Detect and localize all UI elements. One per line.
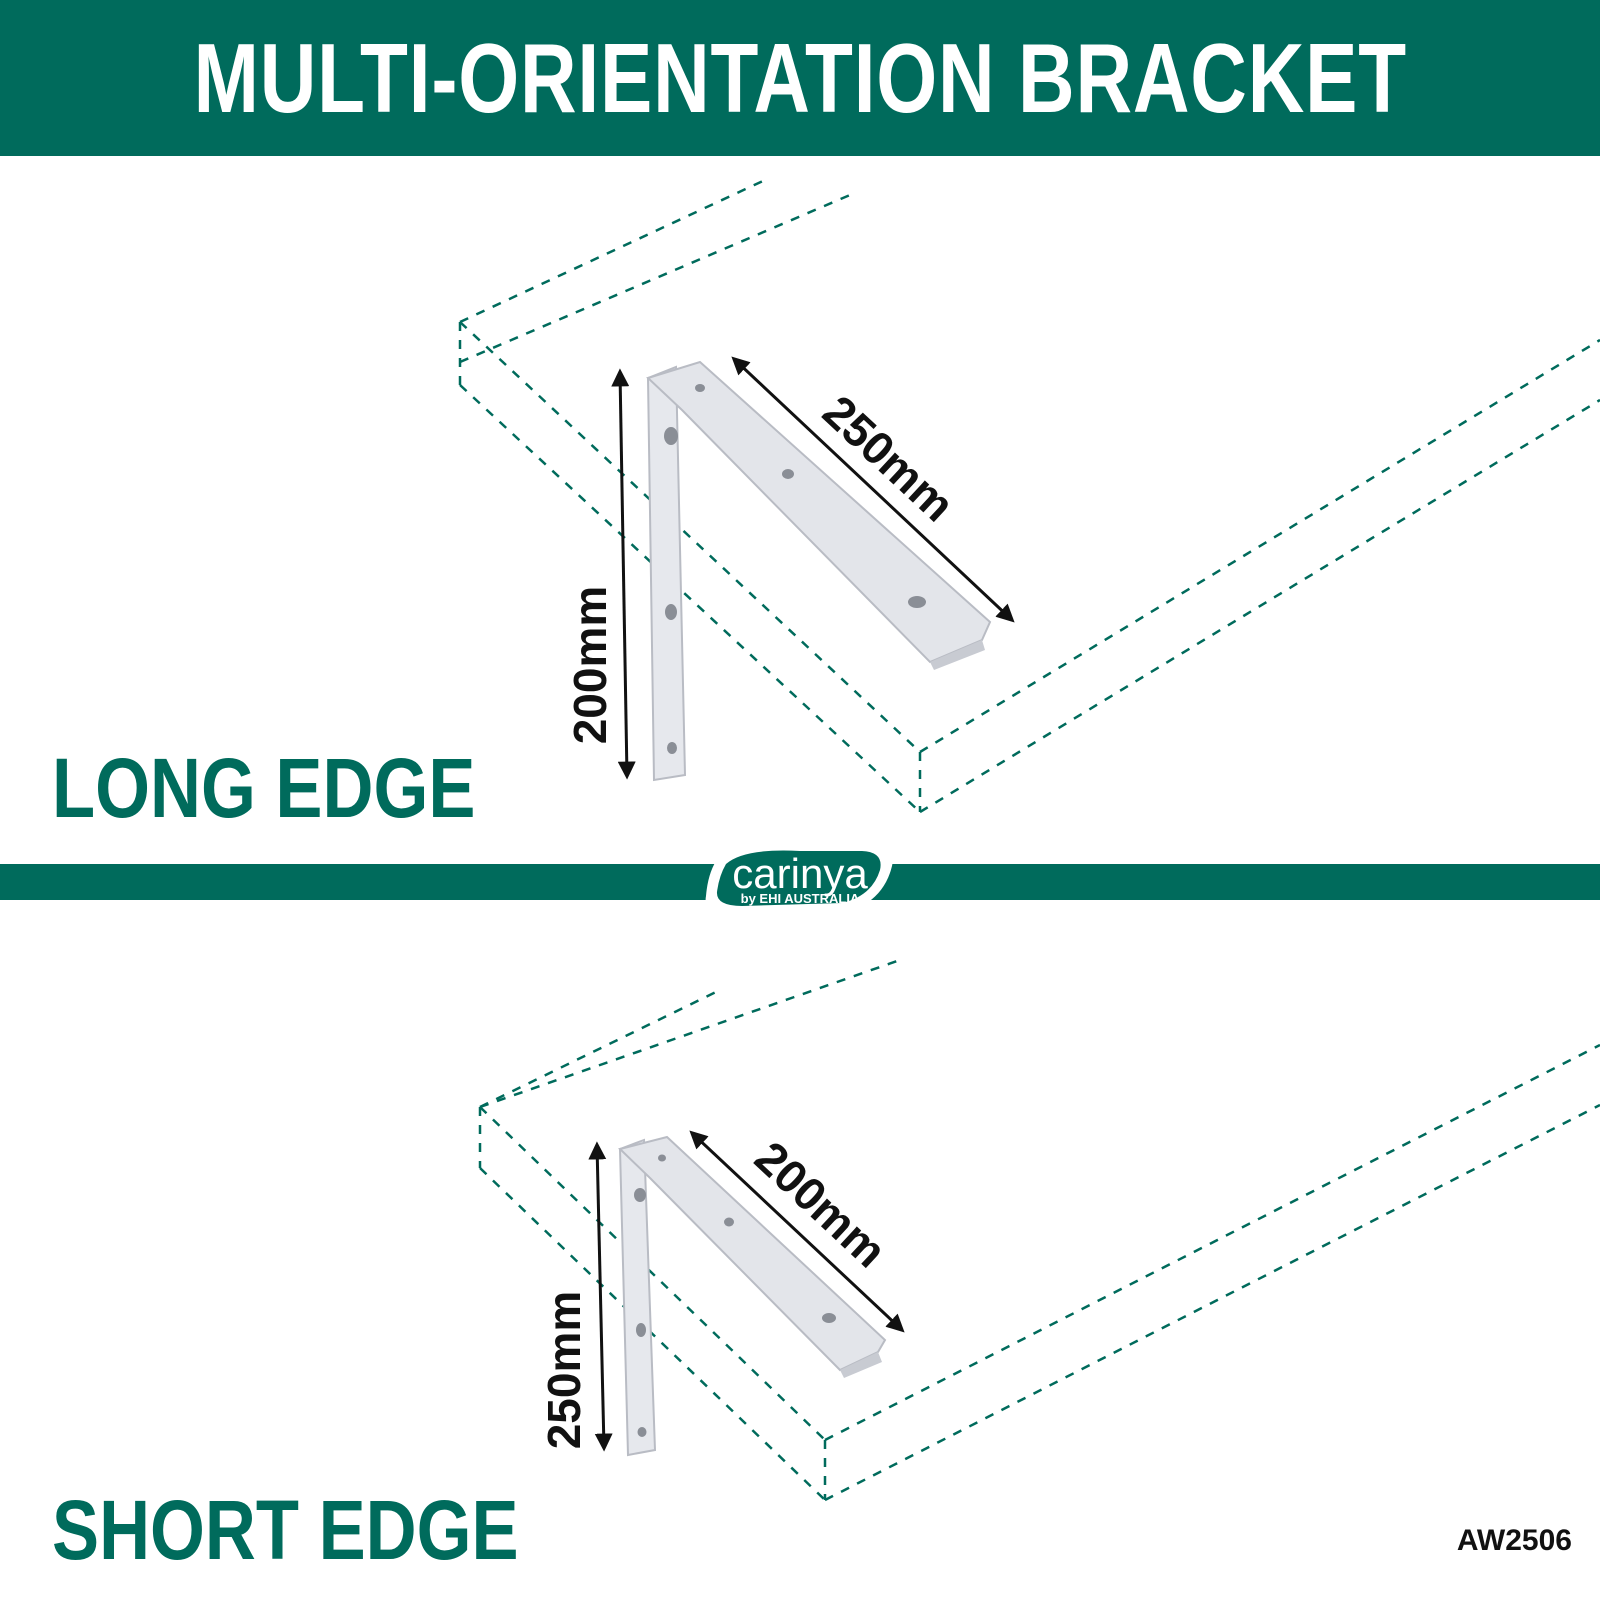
product-code: AW2506 [1456, 1524, 1572, 1557]
shelf-outline-long [458, 178, 1600, 814]
short-edge-label: SHORT EDGE [52, 1483, 519, 1577]
vertical-dimension-long: 200mm [564, 586, 616, 745]
vertical-dimension-short: 250mm [538, 1291, 590, 1450]
long-edge-label: LONG EDGE [52, 741, 476, 835]
carinya-logo: carinya by EHI AUSTRALIA [705, 841, 893, 916]
logo-wordmark: carinya [732, 850, 868, 897]
shelf-outline-short [478, 958, 1600, 1502]
logo-tagline: by EHI AUSTRALIA [741, 891, 860, 906]
page-title: MULTI-ORIENTATION BRACKET [193, 23, 1407, 133]
dimension-lines-short [588, 1130, 905, 1452]
title-banner: MULTI-ORIENTATION BRACKET [0, 0, 1600, 156]
dimension-lines-long [611, 356, 1015, 780]
bracket-short [618, 1135, 887, 1457]
